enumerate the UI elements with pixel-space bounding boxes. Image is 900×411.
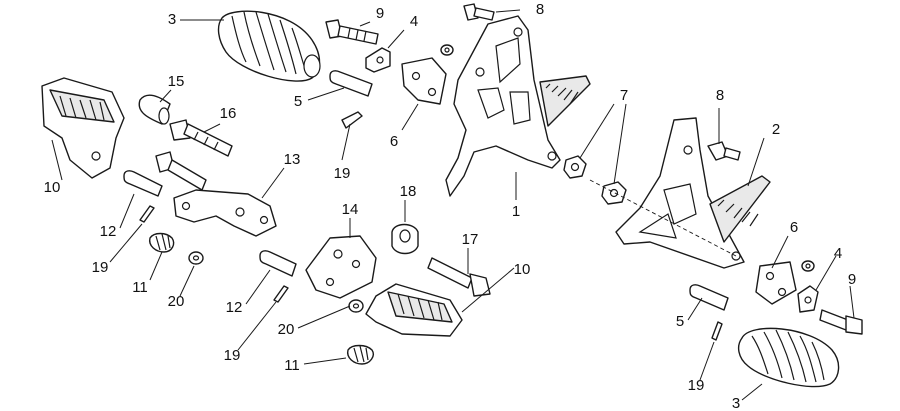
callout-9-right: 9 bbox=[848, 271, 856, 288]
callout-19-left: 19 bbox=[92, 259, 109, 276]
spring-left bbox=[149, 232, 175, 253]
washer-top bbox=[440, 44, 454, 56]
callout-3-top: 3 bbox=[168, 11, 176, 28]
pin-12-middle bbox=[259, 250, 297, 277]
callout-6-right: 6 bbox=[790, 219, 798, 236]
callout-16: 16 bbox=[220, 105, 237, 122]
callout-8-right: 8 bbox=[716, 87, 724, 104]
callout-19-top: 19 bbox=[334, 165, 351, 182]
callout-13: 13 bbox=[284, 151, 301, 168]
callout-labels: 1 2 3 3 4 4 5 5 6 6 7 8 8 9 9 10 10 11 1… bbox=[44, 1, 857, 411]
callout-9-top: 9 bbox=[376, 5, 384, 22]
footpeg-middle bbox=[365, 283, 463, 337]
bracket-top bbox=[365, 47, 391, 73]
callout-12-left: 12 bbox=[100, 223, 117, 240]
callout-20-left: 20 bbox=[168, 293, 185, 310]
spacer-18 bbox=[391, 223, 419, 255]
callout-10-middle: 10 bbox=[514, 261, 531, 278]
callout-8-top: 8 bbox=[536, 1, 544, 18]
callout-18: 18 bbox=[400, 183, 417, 200]
washer-20-middle bbox=[348, 299, 364, 313]
bracket-right bbox=[797, 285, 819, 313]
footrest-bracket-right bbox=[615, 117, 771, 269]
pin-top bbox=[329, 70, 373, 97]
nut-7-right bbox=[601, 181, 627, 205]
bolt-9-right bbox=[819, 309, 863, 335]
cotter-pin-top bbox=[341, 111, 363, 129]
callout-15: 15 bbox=[168, 73, 185, 90]
bolt-17 bbox=[427, 257, 491, 297]
pin-12-left bbox=[123, 170, 163, 197]
bolt-8-top bbox=[463, 3, 495, 21]
callout-11-middle: 11 bbox=[284, 357, 300, 374]
bolt-left-lower bbox=[155, 151, 207, 191]
callout-5-top: 5 bbox=[294, 93, 302, 110]
callout-6-top: 6 bbox=[390, 133, 398, 150]
callout-17: 17 bbox=[462, 231, 479, 248]
callout-14: 14 bbox=[342, 201, 359, 218]
callout-12-middle: 12 bbox=[226, 299, 243, 316]
footrest-bracket-left bbox=[445, 15, 591, 197]
footpeg-rubber-right bbox=[737, 327, 840, 388]
bracket-13 bbox=[173, 189, 277, 237]
spring-middle bbox=[347, 344, 374, 365]
washer-right bbox=[801, 260, 815, 272]
callout-4-top: 4 bbox=[410, 13, 418, 30]
callout-4-right: 4 bbox=[834, 245, 842, 262]
cotter-pin-left bbox=[139, 205, 155, 223]
bolt-top bbox=[325, 19, 379, 45]
cotter-pin-middle bbox=[273, 285, 289, 303]
plate-right bbox=[755, 261, 797, 305]
spacer-15 bbox=[138, 94, 171, 125]
footpeg-rubber-top bbox=[217, 10, 321, 82]
plate-top bbox=[401, 57, 447, 105]
callout-10-left: 10 bbox=[44, 179, 61, 196]
callout-7: 7 bbox=[620, 87, 628, 104]
callout-19-right: 19 bbox=[688, 377, 705, 394]
pin-right bbox=[689, 284, 729, 311]
callout-5-right: 5 bbox=[676, 313, 684, 330]
leader-lines bbox=[51, 9, 855, 401]
bracket-14 bbox=[305, 235, 377, 299]
washer-20-left bbox=[188, 251, 204, 265]
callout-19-middle: 19 bbox=[224, 347, 241, 364]
callout-11-left: 11 bbox=[132, 279, 148, 296]
bolt-16 bbox=[169, 119, 233, 157]
bolt-8-right bbox=[707, 141, 741, 161]
callout-2: 2 bbox=[772, 121, 780, 138]
nut-7-left bbox=[563, 155, 587, 179]
footpeg-left bbox=[41, 77, 125, 179]
callout-3-bottom: 3 bbox=[732, 395, 740, 411]
callout-20-middle: 20 bbox=[278, 321, 295, 338]
callout-1: 1 bbox=[512, 203, 520, 220]
cotter-pin-right bbox=[711, 321, 723, 341]
